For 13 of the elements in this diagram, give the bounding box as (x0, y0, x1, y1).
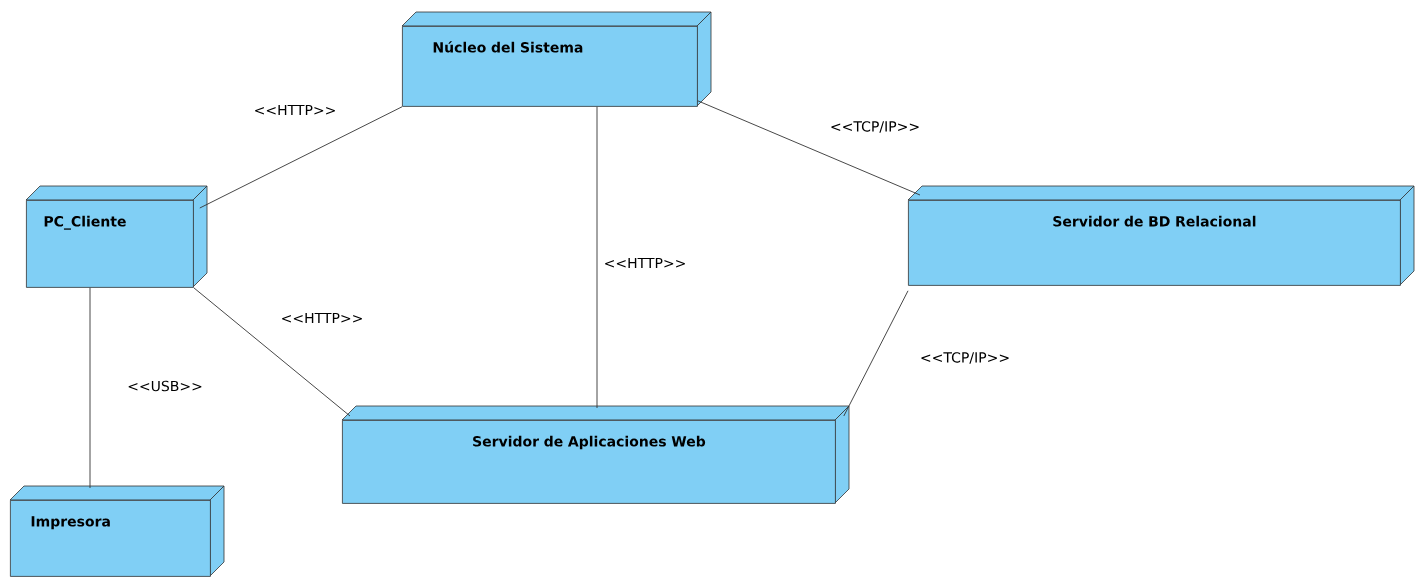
node-box: Servidor de Aplicaciones Web (341, 405, 850, 504)
connector-line (89, 287, 91, 489)
connector-line (697, 100, 921, 196)
connector-line (596, 106, 598, 409)
node-box: Servidor de BD Relacional (907, 185, 1415, 286)
edge-label: <<TCP/IP>> (828, 120, 922, 134)
connector-line (843, 290, 909, 417)
node-box: Núcleo del Sistema (401, 11, 712, 107)
connector-line (199, 106, 403, 209)
connector-line (193, 287, 351, 417)
edge-label: <<TCP/IP>> (918, 351, 1012, 365)
node-box: Impresora (9, 485, 225, 577)
node-box: PC_Cliente (25, 185, 208, 288)
